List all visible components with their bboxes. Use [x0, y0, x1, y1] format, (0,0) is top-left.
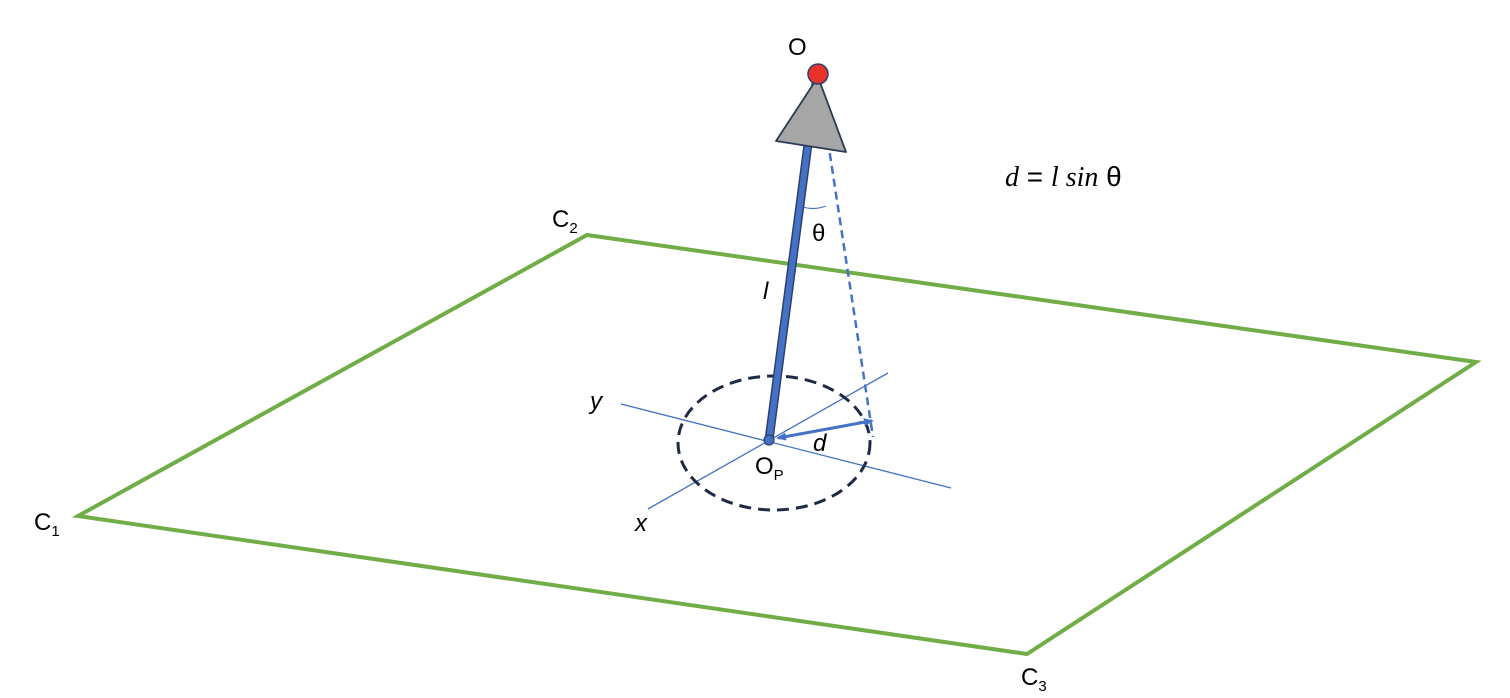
- vertical-reference-line: [816, 75, 875, 438]
- length-label: l: [763, 278, 769, 305]
- theta-label: θ: [812, 220, 825, 247]
- origin-label: O: [788, 34, 807, 61]
- formula-theta: θ: [1098, 161, 1121, 192]
- corner-c3-label: C3: [1021, 664, 1047, 695]
- ground-plane: [71, 232, 1482, 657]
- y-axis-label: y: [588, 388, 604, 415]
- formula: d = l sin θ: [1005, 161, 1122, 193]
- displacement-arrow: [776, 419, 872, 441]
- x-axis-label: x: [634, 510, 648, 537]
- corner-c2-label: C2: [552, 206, 578, 237]
- displacement-label: d: [813, 430, 827, 457]
- red-dot-icon: [807, 63, 829, 85]
- formula-l: l: [1051, 162, 1059, 193]
- corner-c1-label: C1: [34, 509, 60, 540]
- projection-label: OP: [755, 453, 784, 484]
- displacement-arrow-tail: [857, 418, 874, 427]
- formula-equals: =: [1019, 161, 1051, 192]
- projection-point: [763, 434, 775, 446]
- formula-lhs: d: [1005, 162, 1020, 193]
- y-axis-line: [620, 403, 952, 489]
- cone-icon: [775, 76, 847, 153]
- formula-sin: sin: [1059, 162, 1099, 193]
